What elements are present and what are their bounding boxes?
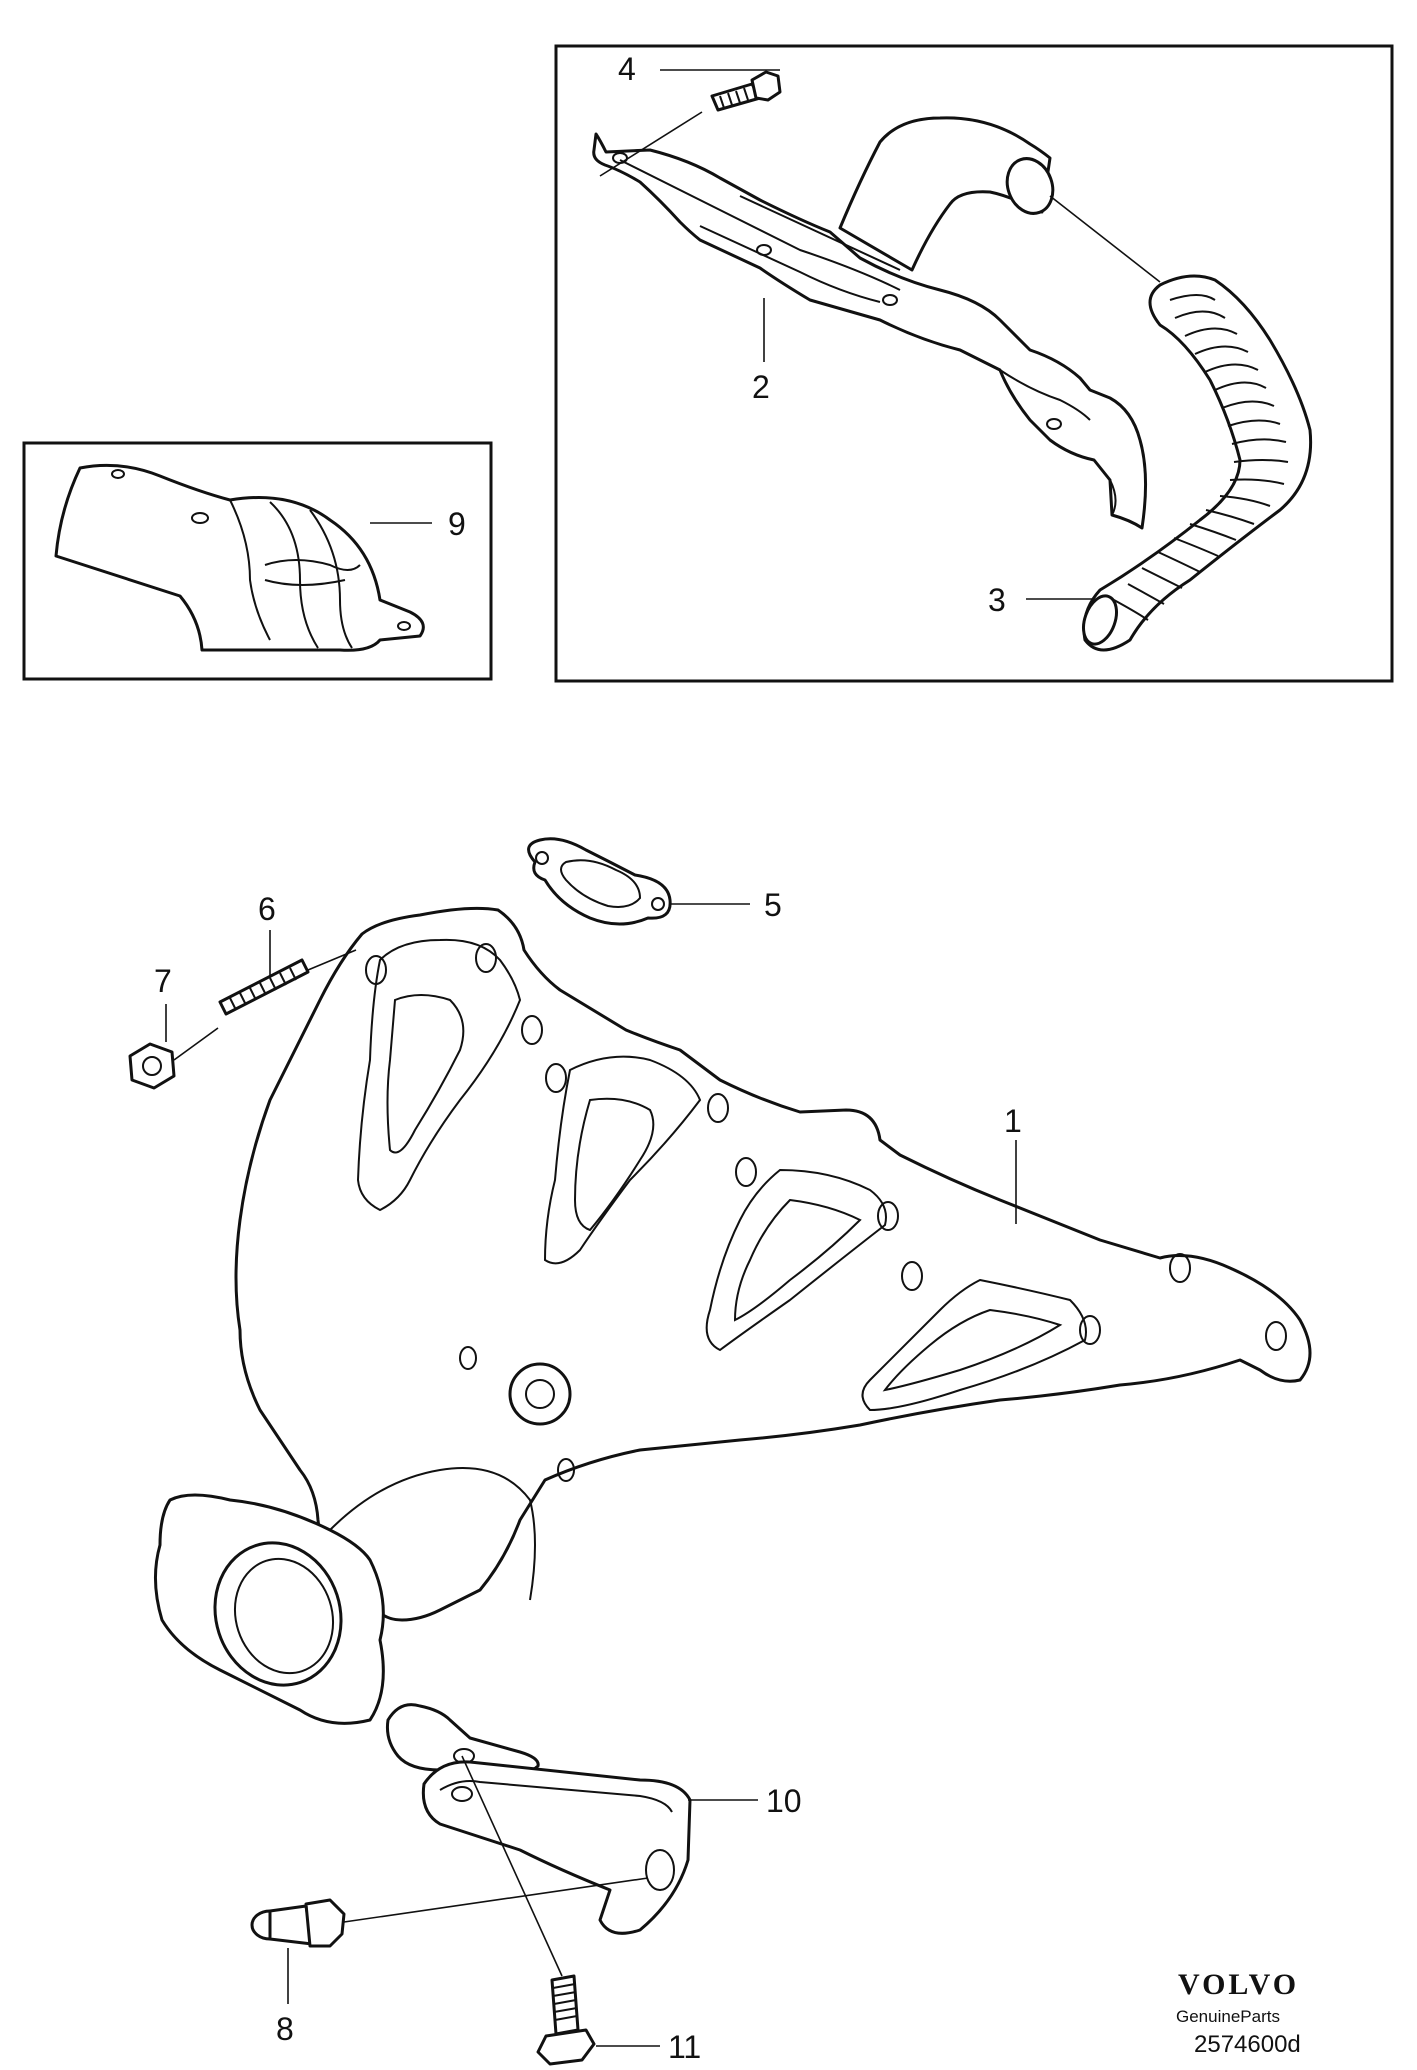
part-1-exhaust-manifold [153,906,1312,1773]
callout-3: 3 [988,582,1006,618]
callout-9: 9 [448,506,466,542]
part-8-plug [250,1898,346,1948]
inset-frame-heat-shield [22,441,493,681]
callout-5: 5 [764,887,782,923]
part-5-gasket [527,837,672,926]
part-7-nut [128,1042,176,1090]
diagram-number: 2574600d [1194,2031,1301,2058]
brand-logo-wordmark: VOLVO [1178,1968,1299,2001]
callout-4: 4 [618,51,636,87]
callout-11: 11 [668,2029,701,2065]
part-2-duct-bracket [592,132,1148,530]
inset-frame-air-duct [554,44,1394,683]
brand-tagline: GenuineParts [1176,2007,1280,2026]
part-3-corrugated-hose [1082,274,1313,652]
callout-10: 10 [766,1783,802,1819]
part-4-bolt [710,70,782,112]
callout-6: 6 [258,891,276,927]
callout-8: 8 [276,2011,294,2047]
callout-7: 7 [154,963,172,999]
part-9-heat-shield [54,463,425,652]
part-10-bracket [421,1760,692,1935]
part-6-stud [218,958,310,1016]
part-2-intake-elbow [838,116,1055,272]
callout-2: 2 [752,369,770,405]
callout-1: 1 [1004,1103,1022,1139]
part-11-bolt [536,1974,596,2066]
